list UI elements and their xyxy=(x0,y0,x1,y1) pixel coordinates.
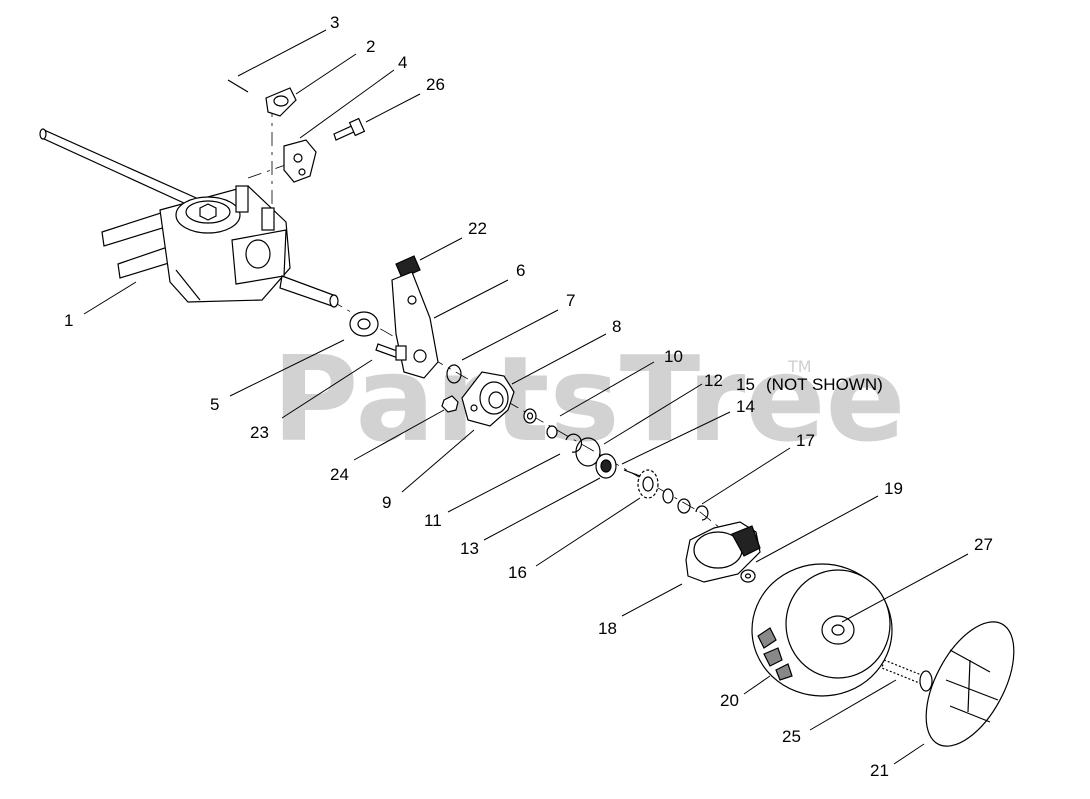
callout-4: 4 xyxy=(398,53,407,72)
part-pawl-cup xyxy=(685,521,761,583)
callout-8: 8 xyxy=(612,317,621,336)
drive-shaft-end xyxy=(39,128,47,140)
callout-15: 15 xyxy=(736,375,755,394)
part-ring-7 xyxy=(446,364,462,384)
part-washer-5 xyxy=(349,311,379,337)
part-drive-gear xyxy=(623,469,659,499)
callout-24: 24 xyxy=(330,465,349,484)
part-nut-24 xyxy=(441,395,459,413)
callout-23: 23 xyxy=(250,423,269,442)
part-washer-12 xyxy=(575,437,601,467)
callout-7: 7 xyxy=(566,291,575,310)
callout-12: 12 xyxy=(704,371,723,390)
callout-9: 9 xyxy=(382,493,391,512)
part-washer-16 xyxy=(662,488,674,504)
part-pin xyxy=(227,79,249,93)
callout-14: 14 xyxy=(736,397,755,416)
callout-13: 13 xyxy=(460,539,479,558)
axis-line-upper xyxy=(329,299,701,513)
part-washer-10 xyxy=(523,408,537,424)
part-axle-bolt xyxy=(881,659,933,692)
callout-5: 5 xyxy=(210,395,219,414)
watermark-trademark: TM xyxy=(787,357,812,376)
part-transmission-assembly xyxy=(39,128,339,308)
callout-labels: 1 2 3 4 5 6 7 8 9 10 11 12 13 14 15 (NOT… xyxy=(64,13,993,780)
callout-16: 16 xyxy=(508,563,527,582)
part-hub-cap xyxy=(925,621,1015,747)
callout-18: 18 xyxy=(598,619,617,638)
part-washer-9 xyxy=(546,425,558,439)
leader-lines xyxy=(83,29,969,765)
callout-20: 20 xyxy=(720,691,739,710)
callout-27: 27 xyxy=(974,535,993,554)
part-clip xyxy=(395,255,421,279)
callout-25: 25 xyxy=(782,727,801,746)
callout-22: 22 xyxy=(468,219,487,238)
callout-26: 26 xyxy=(426,75,445,94)
part-bolt-26 xyxy=(333,117,366,141)
callout-2: 2 xyxy=(366,37,375,56)
callout-17: 17 xyxy=(796,431,815,450)
callout-19: 19 xyxy=(884,479,903,498)
callout-10: 10 xyxy=(664,347,683,366)
part-flange-housing xyxy=(461,371,515,427)
callout-6: 6 xyxy=(516,261,525,280)
part-knob xyxy=(265,87,297,117)
part-bolt-23 xyxy=(375,343,407,361)
part-spring-washer xyxy=(677,498,709,521)
axis-line-bracket xyxy=(247,159,301,179)
part-washer-19 xyxy=(740,569,756,583)
part-bearing xyxy=(595,453,617,479)
part-bracket xyxy=(283,139,317,183)
callout-1: 1 xyxy=(64,311,73,330)
pulley-nut xyxy=(199,203,217,221)
part-wheel xyxy=(751,563,893,697)
callout-11: 11 xyxy=(424,511,442,530)
callout-21: 21 xyxy=(870,761,889,780)
callout-15-note: (NOT SHOWN) xyxy=(766,375,883,394)
output-shaft xyxy=(279,275,337,307)
callout-3: 3 xyxy=(330,13,339,32)
